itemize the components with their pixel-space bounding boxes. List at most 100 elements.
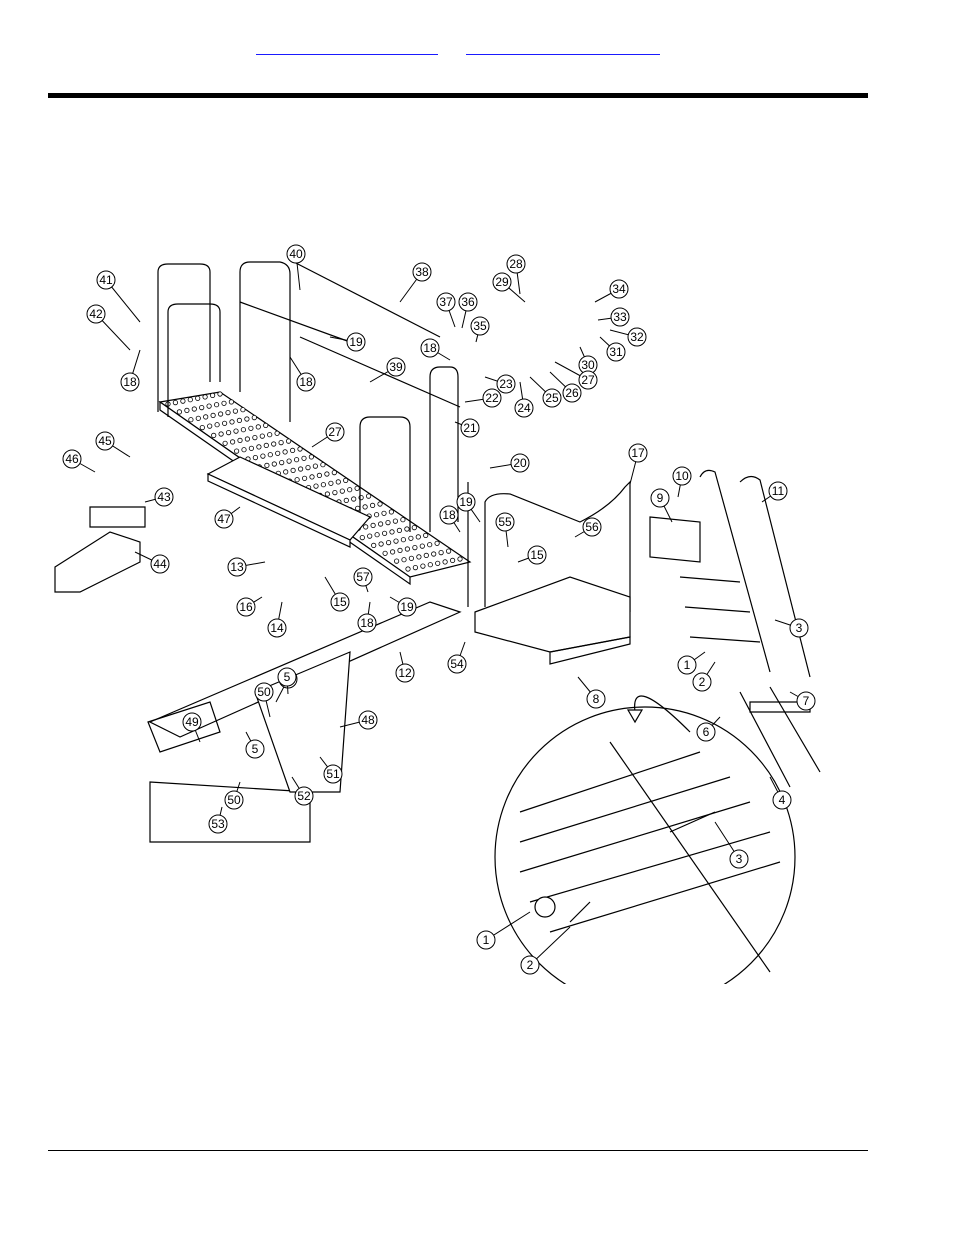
callout-bubble	[456, 492, 476, 512]
callout-bubble	[208, 814, 228, 834]
callout-18: 18	[357, 601, 377, 633]
callout-bubble	[325, 422, 345, 442]
callout-bubble	[439, 505, 459, 525]
callout-bubble	[245, 739, 265, 759]
callout-57: 57	[353, 567, 373, 593]
callout-number: 56	[585, 520, 599, 534]
callout-number: 5	[284, 670, 291, 684]
callout-number: 36	[461, 295, 475, 309]
callout-18: 18	[439, 505, 461, 533]
callout-30: 30	[578, 346, 598, 375]
callout-56: 56	[574, 517, 602, 538]
callout-number: 15	[333, 595, 347, 609]
callout-number: 38	[415, 265, 429, 279]
callout-number: 16	[239, 600, 253, 614]
callout-19: 19	[389, 596, 417, 617]
callout-number: 50	[227, 793, 241, 807]
callout-9: 9	[650, 488, 673, 523]
callout-bubble	[267, 618, 287, 638]
callout-bubble	[458, 292, 478, 312]
callout-6: 6	[696, 716, 721, 742]
callout-19: 19	[456, 492, 481, 523]
callout-number: 10	[675, 469, 689, 483]
callout-bubble	[436, 292, 456, 312]
callout-bubble	[150, 554, 170, 574]
callout-31: 31	[599, 336, 626, 362]
callout-number: 20	[513, 456, 527, 470]
callout-13: 13	[227, 557, 266, 577]
callout-bubble	[606, 342, 626, 362]
callout-bubble	[772, 790, 792, 810]
callout-3: 3	[774, 618, 809, 638]
callout-number: 44	[153, 557, 167, 571]
callout-number: 32	[630, 330, 644, 344]
callout-number: 52	[297, 789, 311, 803]
callout-5: 5	[277, 667, 297, 695]
callout-43: 43	[144, 487, 174, 507]
callout-27: 27	[311, 422, 345, 448]
callout-number: 4	[779, 793, 786, 807]
callout-33: 33	[597, 307, 630, 327]
callout-bubble	[527, 545, 547, 565]
callout-46: 46	[62, 449, 96, 473]
callout-bubble	[323, 764, 343, 784]
callout-number: 7	[803, 694, 810, 708]
callout-28: 28	[506, 254, 526, 295]
footer-rule	[48, 1150, 868, 1151]
hitch-frame	[54, 506, 462, 843]
detail-view	[494, 695, 796, 984]
callout-bubble	[254, 682, 274, 702]
callout-number: 14	[270, 621, 284, 635]
callout-number: 28	[509, 257, 523, 271]
callout-number: 19	[459, 495, 473, 509]
header-link-2[interactable]	[466, 40, 660, 55]
step-platform-47	[206, 456, 371, 548]
callout-45: 45	[95, 431, 131, 458]
callout-number: 42	[89, 307, 103, 321]
callout-bubble	[609, 279, 629, 299]
callout-11: 11	[761, 481, 788, 503]
callout-bubble	[395, 663, 415, 683]
callout-number: 19	[400, 600, 414, 614]
callout-50: 50	[224, 781, 244, 810]
callout-bubble	[330, 592, 350, 612]
callout-bubble	[628, 443, 648, 463]
callout-10: 10	[672, 466, 692, 498]
callout-8: 8	[577, 676, 606, 709]
callout-number: 29	[495, 275, 509, 289]
callout-number: 18	[299, 375, 313, 389]
callout-bubble	[386, 357, 406, 377]
callout-3: 3	[714, 821, 749, 869]
callout-bubble	[650, 488, 670, 508]
callout-number: 19	[349, 335, 363, 349]
callout-number: 35	[473, 319, 487, 333]
callout-bubble	[460, 418, 480, 438]
end-platform	[474, 576, 631, 665]
callout-bubble	[286, 244, 306, 264]
callout-bubble	[520, 955, 540, 975]
callout-bubble	[495, 512, 515, 532]
callout-22: 22	[464, 388, 502, 408]
callout-26: 26	[549, 371, 582, 403]
callout-number: 1	[684, 658, 691, 672]
callout-bubble	[447, 654, 467, 674]
callout-42: 42	[86, 304, 131, 351]
header-link-1[interactable]	[256, 40, 438, 55]
callout-bubble	[506, 254, 526, 274]
callout-bubble	[562, 383, 582, 403]
callout-bubble	[154, 487, 174, 507]
callout-number: 12	[398, 666, 412, 680]
callout-47: 47	[214, 506, 241, 529]
callout-5: 5	[245, 731, 265, 759]
callout-bubble	[86, 304, 106, 324]
callout-53: 53	[208, 806, 228, 834]
callout-number: 46	[65, 452, 79, 466]
callout-number: 51	[326, 767, 340, 781]
callout-bubble	[586, 689, 606, 709]
callout-bubble	[296, 372, 316, 392]
callout-number: 27	[581, 373, 595, 387]
callout-bubble	[482, 388, 502, 408]
callout-number: 2	[527, 958, 534, 972]
callout-number: 5	[252, 742, 259, 756]
callout-number: 1	[483, 933, 490, 947]
